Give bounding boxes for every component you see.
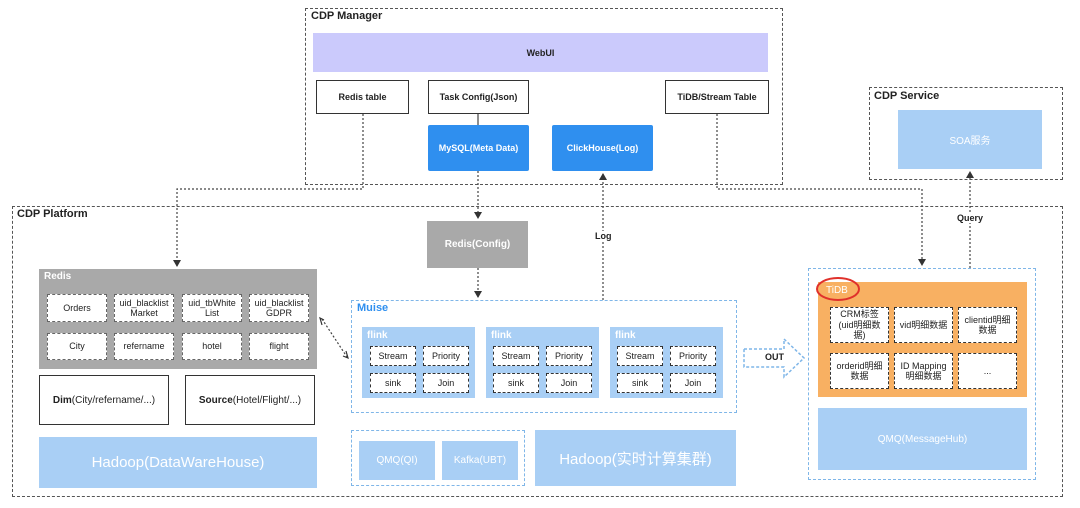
flink3-join[interactable]: Join xyxy=(670,373,716,393)
redis-cell-uid-blacklist-gdpr[interactable]: uid_blacklistGDPR xyxy=(249,294,309,322)
tidb-stream-table-box[interactable]: TiDB/Stream Table xyxy=(665,80,769,114)
muise-title: Muise xyxy=(357,302,389,314)
flink2-join[interactable]: Join xyxy=(546,373,592,393)
flink3-stream[interactable]: Stream xyxy=(617,346,663,366)
tidb-cell-id-mapping[interactable]: ID Mapping明细数据 xyxy=(894,353,953,389)
tidb-highlight-circle xyxy=(816,277,860,301)
task-config-box[interactable]: Task Config(Json) xyxy=(428,80,529,114)
source-box[interactable]: Source(Hotel/Flight/...) xyxy=(185,375,315,425)
flink-label-2: flink xyxy=(491,330,512,341)
flink2-sink[interactable]: sink xyxy=(493,373,539,393)
redis-muise-arrowhead-right xyxy=(342,350,349,360)
redis-title: Redis xyxy=(44,271,72,282)
hadoop-realtime-box[interactable]: Hadoop(实时计算集群) xyxy=(535,430,736,486)
cdp-platform-title: CDP Platform xyxy=(17,208,88,220)
dim-bold: Dim xyxy=(52,394,72,406)
storage-group xyxy=(808,268,1036,480)
redis-cell-orders[interactable]: Orders xyxy=(47,294,107,322)
dim-box[interactable]: Dim(City/refername/...) xyxy=(39,375,169,425)
query-label: Query xyxy=(956,213,985,223)
redis-cell-refername[interactable]: refername xyxy=(114,333,174,360)
log-label: Log xyxy=(594,231,613,241)
dim-rest: (City/refername/...) xyxy=(71,394,156,406)
flink2-priority[interactable]: Priority xyxy=(546,346,592,366)
tidb-title: TiDB xyxy=(826,285,848,296)
flink1-priority[interactable]: Priority xyxy=(423,346,469,366)
tidb-cell-ellipsis[interactable]: ... xyxy=(958,353,1017,389)
flink1-join[interactable]: Join xyxy=(423,373,469,393)
mysql-meta-box[interactable]: MySQL(Meta Data) xyxy=(428,125,529,171)
redis-cell-hotel[interactable]: hotel xyxy=(182,333,242,360)
redis-cell-flight[interactable]: flight xyxy=(249,333,309,360)
tidb-cell-vid[interactable]: vid明细数据 xyxy=(894,307,953,343)
qmq-qi-box[interactable]: QMQ(QI) xyxy=(359,441,435,480)
flink3-sink[interactable]: sink xyxy=(617,373,663,393)
out-label: OUT xyxy=(765,352,784,362)
source-bold: Source xyxy=(198,394,233,406)
clickhouse-log-box[interactable]: ClickHouse(Log) xyxy=(552,125,653,171)
flink-label-3: flink xyxy=(615,330,636,341)
tidb-table-connector xyxy=(716,114,926,266)
soa-service-box[interactable]: SOA服务 xyxy=(898,110,1042,169)
redis-muise-bidirectional-connector xyxy=(321,318,348,358)
muise-group xyxy=(351,300,737,413)
flink-label-1: flink xyxy=(367,330,388,341)
redis-cell-uid-blacklist-market[interactable]: uid_blacklistMarket xyxy=(114,294,174,322)
flink2-stream[interactable]: Stream xyxy=(493,346,539,366)
redis-table-connector xyxy=(173,114,364,267)
redis-cell-city[interactable]: City xyxy=(47,333,107,360)
qmq-messagehub-box[interactable]: QMQ(MessageHub) xyxy=(818,408,1027,470)
cdp-service-title: CDP Service xyxy=(874,90,940,102)
cdp-service-group xyxy=(869,87,1063,180)
cdp-manager-group xyxy=(305,8,783,185)
tidb-cell-clientid[interactable]: clientid明细数据 xyxy=(958,307,1017,343)
tidb-cell-orderid[interactable]: orderid明细数据 xyxy=(830,353,889,389)
webui-label: WebUI xyxy=(526,47,555,58)
flink1-sink[interactable]: sink xyxy=(370,373,416,393)
kafka-ubt-box[interactable]: Kafka(UBT) xyxy=(442,441,518,480)
webui-bar[interactable]: WebUI xyxy=(313,33,768,72)
tidb-cell-crm[interactable]: CRM标签(uid明细数据) xyxy=(830,307,889,343)
redis-config-box[interactable]: Redis(Config) xyxy=(427,221,528,268)
cdp-manager-title: CDP Manager xyxy=(311,10,383,22)
cdp-platform-group xyxy=(12,206,1063,497)
redis-table-box[interactable]: Redis table xyxy=(316,80,409,114)
mq-group xyxy=(351,430,525,486)
source-rest: (Hotel/Flight/...) xyxy=(232,394,302,406)
hadoop-datawarehouse-box[interactable]: Hadoop(DataWareHouse) xyxy=(39,437,317,488)
flink3-priority[interactable]: Priority xyxy=(670,346,716,366)
redis-muise-arrowhead-left xyxy=(319,316,325,326)
redis-cell-uid-tbwhitelist[interactable]: uid_tbWhiteList xyxy=(182,294,242,322)
out-arrow-icon xyxy=(743,337,806,379)
flink1-stream[interactable]: Stream xyxy=(370,346,416,366)
